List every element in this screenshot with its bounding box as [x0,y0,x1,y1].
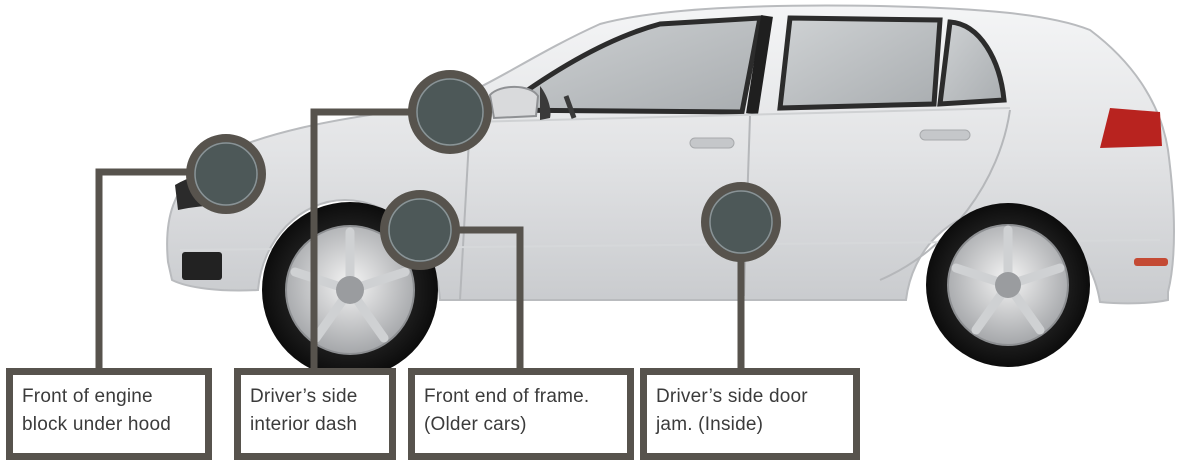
callout-line: Driver’s side [250,386,358,407]
callout-engine-block: Front of engine block under hood [6,368,212,460]
callout-frame-front: Front end of frame. (Older cars) [408,368,634,460]
callout-line: Front of engine [22,386,153,407]
location-marker-frame-front [380,190,460,270]
tail-light [1100,108,1162,148]
callout-interior-dash: Driver’s side interior dash [234,368,396,460]
leader-engine-block [95,168,192,370]
callout-line: (Older cars) [424,414,527,435]
location-marker-interior-dash [408,70,492,154]
rear-wheel [926,203,1090,367]
callout-line: interior dash [250,414,358,435]
location-marker-door-jam [701,182,781,262]
callout-line: Driver’s side door [656,386,808,407]
callout-line: block under hood [22,414,171,435]
callout-line: Front end of frame. [424,386,590,407]
callout-door-jam: Driver’s side door jam. (Inside) [640,368,860,460]
leader-interior-dash [310,108,410,370]
callout-line: jam. (Inside) [656,414,764,435]
quarter-window [937,19,1007,107]
rear-door-window [777,15,943,111]
location-marker-engine-block [186,134,266,214]
side-mirror [488,85,540,120]
leader-frame-front [455,226,524,370]
front-wheel [262,202,438,378]
